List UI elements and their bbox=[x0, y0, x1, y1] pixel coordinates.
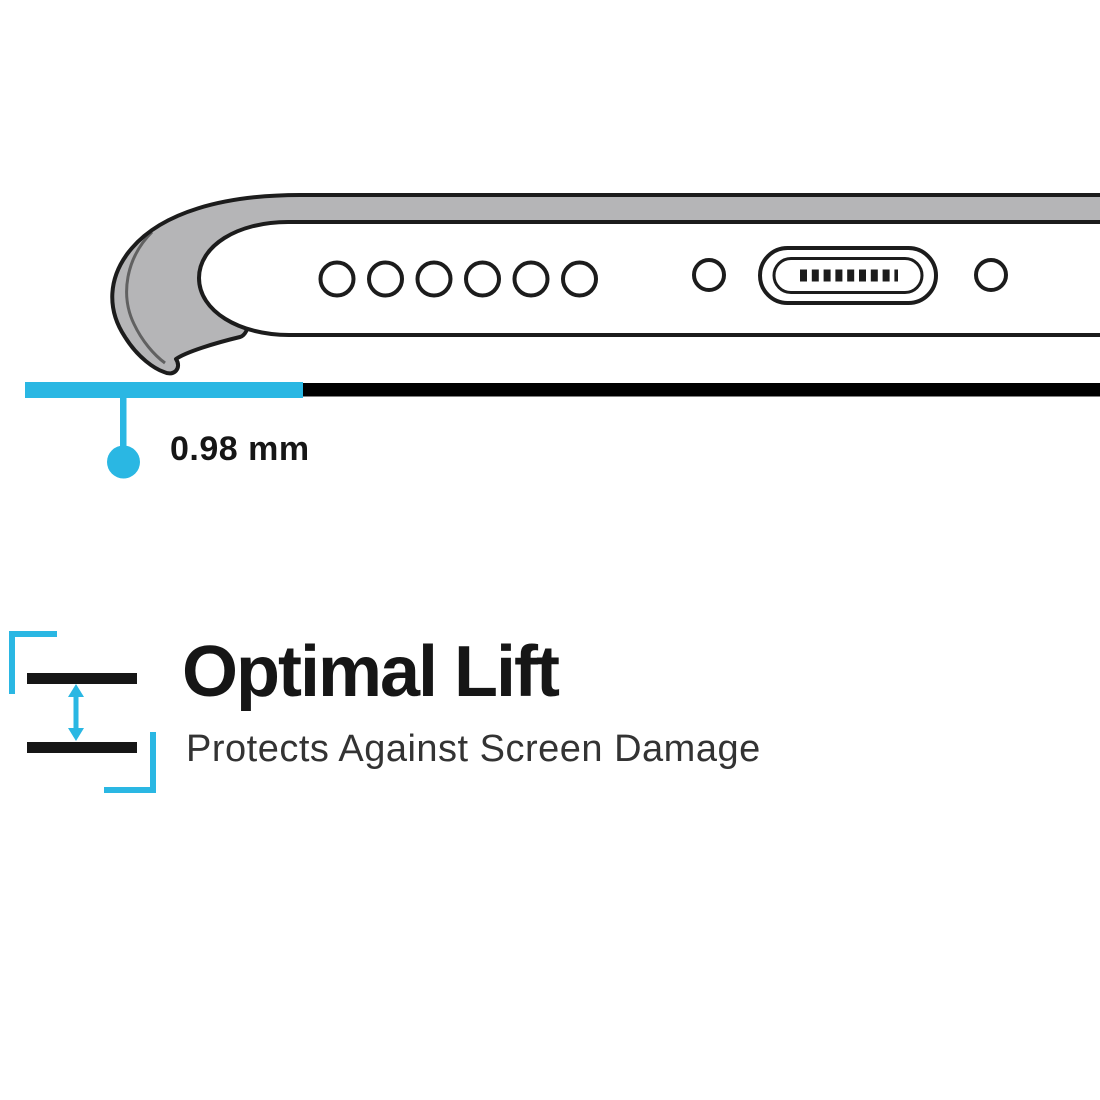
speaker-hole bbox=[367, 260, 404, 298]
feature-title: Optimal Lift bbox=[182, 632, 560, 712]
lift-gap-icon bbox=[9, 631, 156, 793]
feature-subtitle: Protects Against Screen Damage bbox=[186, 728, 761, 770]
lift-gap-bar bbox=[25, 382, 303, 398]
upper-surface-line bbox=[27, 673, 137, 684]
speaker-hole bbox=[318, 260, 356, 298]
vertical-arrow-icon bbox=[68, 684, 84, 741]
bracket-top-left-icon bbox=[9, 631, 57, 694]
case-lip-seam bbox=[125, 230, 166, 365]
measurement-label: 0.98 mm bbox=[170, 430, 310, 468]
lift-measurement bbox=[25, 382, 1100, 479]
speaker-holes bbox=[318, 260, 598, 298]
screw-hole-left bbox=[692, 258, 726, 292]
speaker-hole bbox=[561, 260, 598, 298]
arrowhead-up bbox=[68, 684, 84, 697]
arrowhead-down bbox=[68, 728, 84, 741]
surface-bar bbox=[303, 383, 1100, 397]
measurement-dot bbox=[107, 445, 140, 479]
charging-port bbox=[758, 246, 938, 305]
speaker-hole bbox=[512, 260, 550, 298]
speaker-hole bbox=[415, 260, 453, 298]
screw-hole-right bbox=[974, 258, 1008, 292]
lower-surface-line bbox=[27, 742, 137, 753]
speaker-hole bbox=[464, 260, 501, 298]
phone-edge-diagram bbox=[25, 193, 1100, 479]
bracket-bottom-right-icon bbox=[104, 732, 156, 793]
measurement-leader-line bbox=[120, 398, 127, 448]
